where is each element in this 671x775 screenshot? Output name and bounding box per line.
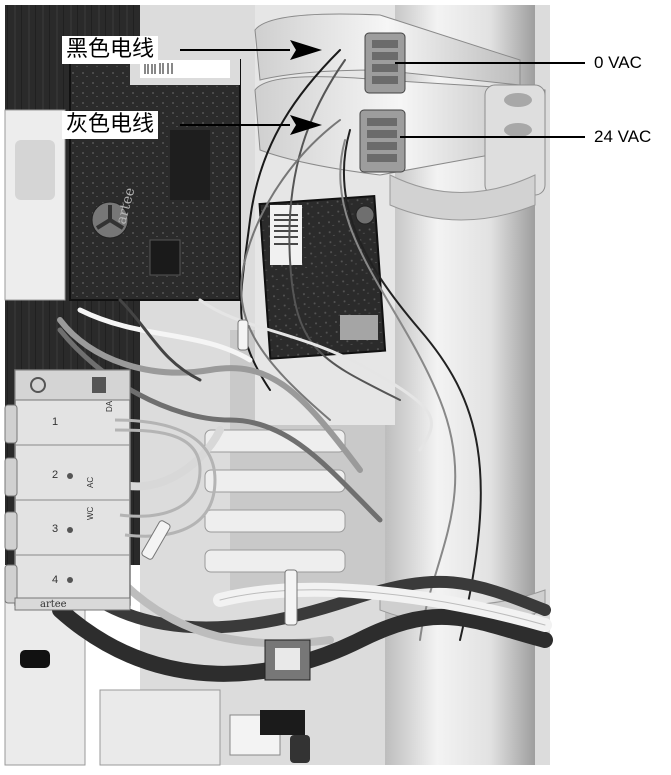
black-wire-arrowhead [290,40,322,60]
black-wire-callout-label: 黑色电线 [62,36,159,64]
twenty-four-vac-label: 24 VAC [594,127,652,146]
manifold-tag-da: DA [105,400,114,412]
manifold-row-3: 3 [52,523,58,535]
manifold-row-2: 2 [52,469,58,481]
manifold-row-1: 1 [52,416,58,428]
black-wire-terminal-connector [364,32,406,94]
manifold-row-4: 4 [52,574,58,586]
gray-wire-terminal-connector [359,109,406,173]
gray-wire-arrowhead [290,115,322,135]
zero-vac-label: 0 VAC [594,53,642,72]
gray-wire-callout-label: 灰色电线 [62,111,159,139]
capacitor [290,735,310,763]
manifold-tag-ac: AC [86,477,95,488]
manifold-tag-wc: WC [86,506,95,520]
manifold-brand: artee [40,599,67,610]
